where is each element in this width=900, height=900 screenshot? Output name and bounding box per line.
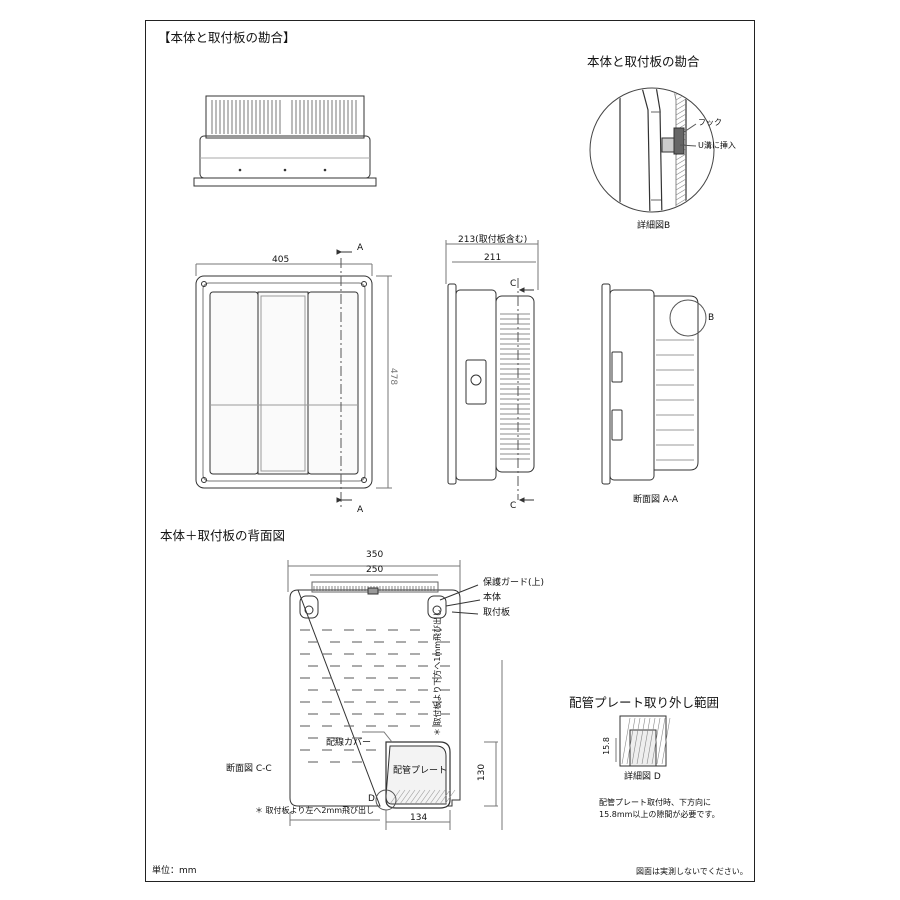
section-a-bottom: A xyxy=(357,505,364,515)
back-view xyxy=(287,560,503,830)
section-c-top: C xyxy=(510,279,517,289)
top-view xyxy=(193,95,377,187)
disclaimer: 図面は実測しないでください。 xyxy=(636,867,748,876)
note-down: ＊ 取付板より下方へ1mm飛び出し xyxy=(433,608,442,736)
note-left: ＊ 取付板より左へ2mm飛び出し xyxy=(255,806,375,815)
drawing-sheet xyxy=(145,20,755,882)
section-a-top: A xyxy=(357,243,364,253)
detail-d-view xyxy=(615,715,671,767)
back-view-title: 本体＋取付板の背面図 xyxy=(160,528,286,543)
body-label: 本体 xyxy=(483,593,502,603)
detail-d-dim: 15.8 xyxy=(601,737,611,755)
side-depth-dim: 211 xyxy=(484,253,502,263)
detail-b-title: 本体と取付板の勘合 xyxy=(587,54,700,69)
section-aa-caption: 断面図 A-A xyxy=(633,495,679,505)
pipe-plate-label: 配管プレート xyxy=(393,766,448,776)
detail-d-caption: 詳細図 D xyxy=(624,772,661,782)
height-130-dim: 130 xyxy=(477,763,488,782)
back-width-250: 250 xyxy=(366,565,384,575)
side-view xyxy=(445,240,539,503)
front-width-dim: 405 xyxy=(272,255,290,265)
section-cc-caption: 断面図 C-C xyxy=(226,764,272,774)
detail-b-mark: B xyxy=(708,313,715,323)
width-134-dim: 134 xyxy=(410,813,428,823)
front-view xyxy=(195,249,392,508)
page-title: 【本体と取付板の勘合】 xyxy=(158,30,296,45)
section-aa xyxy=(601,283,707,485)
hook-label: フック xyxy=(698,118,722,127)
front-height-dim: 478 xyxy=(388,367,399,386)
guard-label: 保護ガード(上) xyxy=(483,578,545,588)
plate-label: 取付板 xyxy=(483,608,511,618)
detail-b-view xyxy=(589,87,715,213)
wiring-cover-label: 配線カバー xyxy=(326,738,372,748)
side-depth-plate-dim: 213(取付板含む) xyxy=(458,235,528,245)
detail-d-mark: D xyxy=(368,794,375,804)
section-c-bottom: C xyxy=(510,501,517,511)
unit-label: 単位：mm xyxy=(152,866,197,876)
insert-label: U溝に挿入 xyxy=(698,141,736,150)
detail-b-caption: 詳細図B xyxy=(637,221,671,231)
back-width-350: 350 xyxy=(366,550,384,560)
pipe-note-2: 15.8mm以上の隙間が必要です。 xyxy=(599,810,720,819)
pipe-range-title: 配管プレート取り外し範囲 xyxy=(569,695,720,710)
pipe-note-1: 配管プレート取付時、下方向に xyxy=(599,798,711,807)
